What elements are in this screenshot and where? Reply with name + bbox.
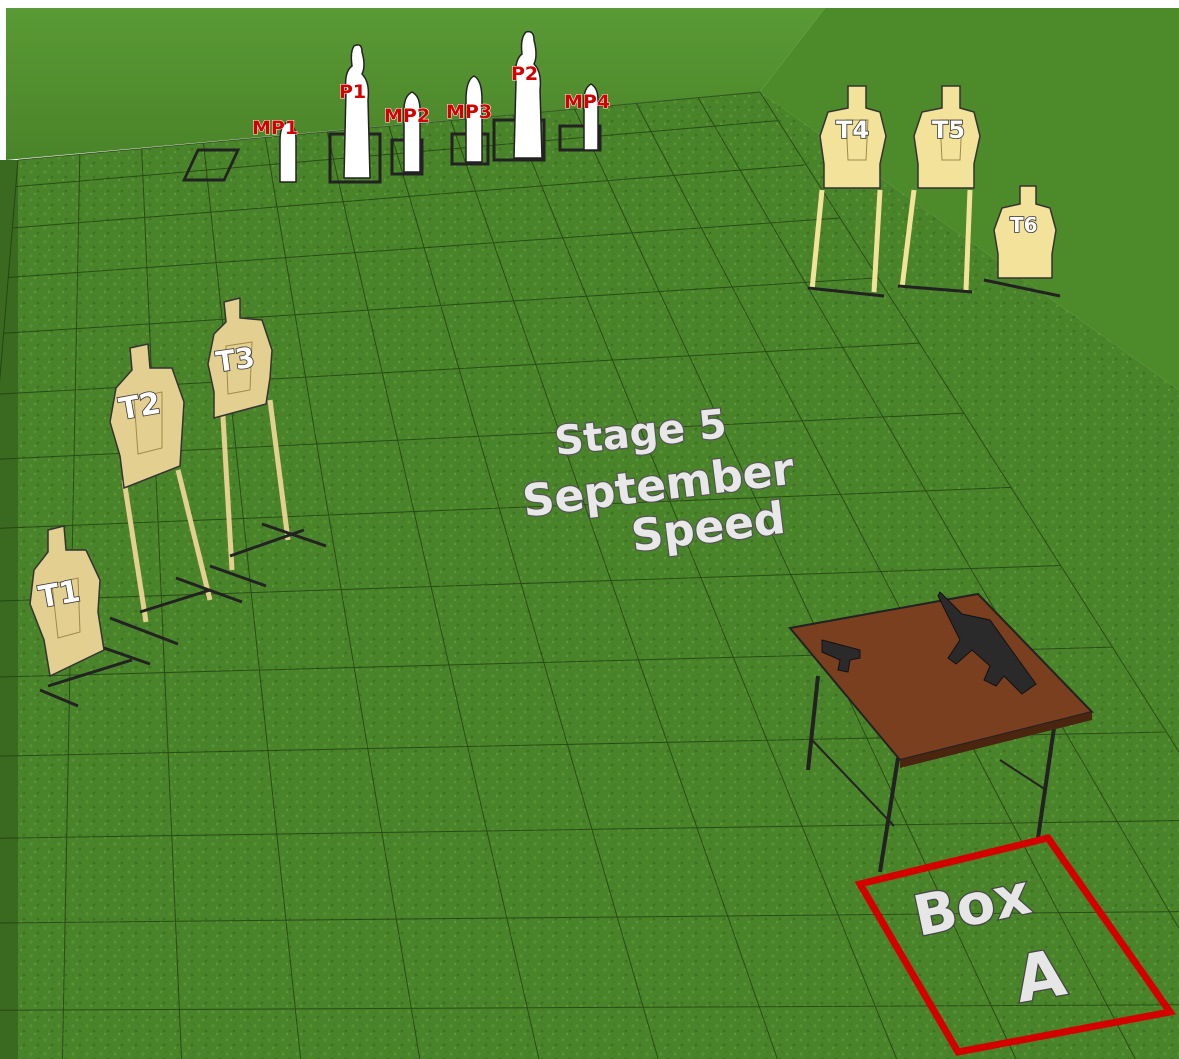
popper-label-mp4: MP4	[564, 91, 610, 113]
target-label-t1: T1	[36, 574, 83, 616]
popper-label-mp2: MP2	[384, 105, 430, 127]
popper-label-p1: P1	[339, 81, 366, 103]
target-label-t3: T3	[214, 341, 257, 379]
popper-label-p2: P2	[511, 63, 538, 85]
popper-label-mp1: MP1	[252, 117, 298, 139]
target-label-t4: T4	[836, 116, 869, 144]
target-label-t2: T2	[116, 386, 163, 428]
target-label-t6: T6	[1010, 213, 1038, 237]
target-label-t5: T5	[932, 116, 965, 144]
left-berm	[0, 160, 18, 1059]
popper-label-mp3: MP3	[446, 101, 492, 123]
